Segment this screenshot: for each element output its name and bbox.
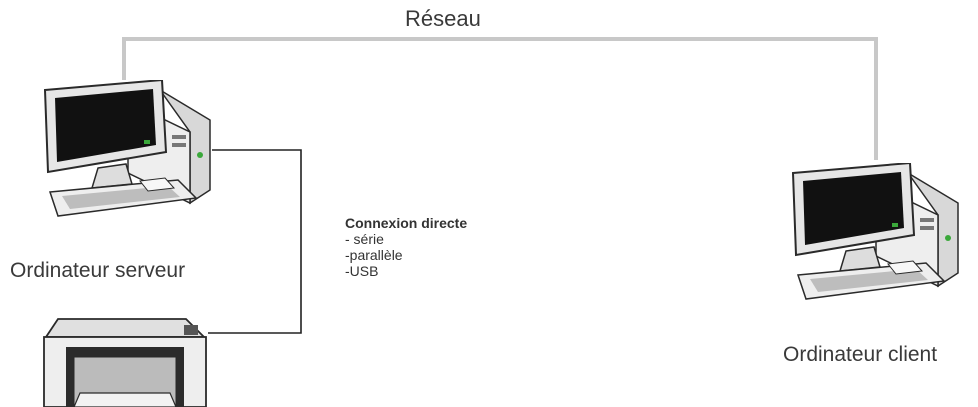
direct-connection-parallel: -parallèle [345, 247, 403, 263]
client-label: Ordinateur client [783, 343, 938, 366]
direct-connection-line [208, 149, 302, 334]
printer-icon [43, 318, 207, 407]
server-computer-icon [43, 80, 211, 217]
client-computer-icon [791, 163, 959, 300]
direct-connection-title: Connexion directe [345, 215, 468, 231]
direct-connection-serial: - série [345, 231, 384, 247]
network-line [122, 37, 878, 160]
server-label: Ordinateur serveur [10, 259, 186, 282]
direct-connection-usb: -USB [345, 263, 379, 279]
network-label: Réseau [405, 6, 481, 31]
direct-connection-label: Connexion directe - série -parallèle -US… [345, 215, 467, 279]
